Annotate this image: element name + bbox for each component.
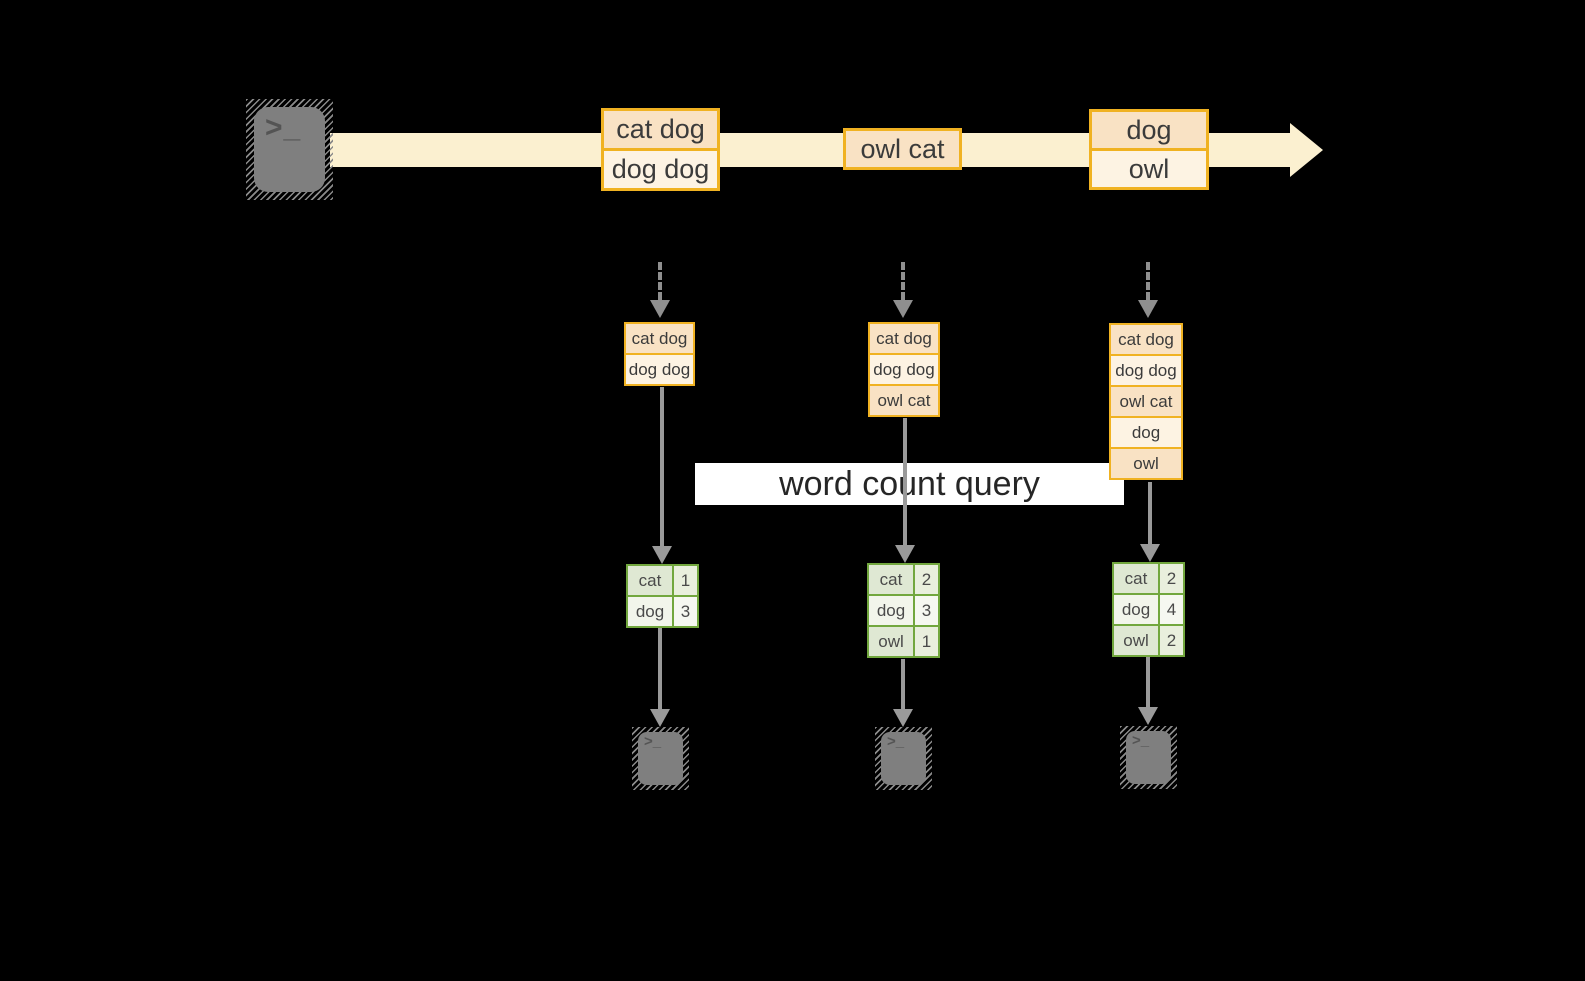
stream-event-1: cat dog dog dog bbox=[601, 108, 720, 191]
event-line: dog dog bbox=[604, 151, 717, 188]
count-value: 2 bbox=[915, 565, 938, 594]
output-arrowhead-1 bbox=[650, 709, 670, 727]
count-value: 3 bbox=[915, 596, 938, 625]
buffer-line: cat dog bbox=[1111, 325, 1181, 354]
buffer-line: cat dog bbox=[870, 324, 938, 353]
query-arrowhead-2 bbox=[895, 545, 915, 563]
event-line: dog bbox=[1092, 112, 1206, 148]
ingest-arrowhead-2 bbox=[893, 300, 913, 318]
count-table-1: cat 1 dog 3 bbox=[626, 564, 699, 628]
prompt-icon: >_ bbox=[1132, 732, 1150, 749]
ingest-arrow-line-2 bbox=[901, 262, 905, 300]
count-table-2: cat 2 dog 3 owl 1 bbox=[867, 563, 940, 658]
count-word: cat bbox=[1114, 564, 1158, 593]
event-line: cat dog bbox=[604, 111, 717, 148]
prompt-icon: >_ bbox=[265, 111, 302, 144]
terminal-screen: >_ bbox=[881, 732, 926, 785]
query-arrow-line-2 bbox=[903, 418, 907, 547]
output-terminal-icon-2: >_ bbox=[875, 727, 932, 790]
output-arrowhead-2 bbox=[893, 709, 913, 727]
count-value: 1 bbox=[915, 627, 938, 656]
buffer-stack-2: cat dog dog dog owl cat bbox=[868, 322, 940, 417]
query-arrow-line-3 bbox=[1148, 482, 1152, 546]
count-word: owl bbox=[1114, 626, 1158, 655]
query-arrowhead-3 bbox=[1140, 544, 1160, 562]
buffer-line: owl cat bbox=[870, 386, 938, 415]
terminal-screen: >_ bbox=[254, 107, 325, 192]
count-value: 4 bbox=[1160, 595, 1183, 624]
count-word: cat bbox=[628, 566, 672, 595]
count-value: 1 bbox=[674, 566, 697, 595]
output-terminal-icon-1: >_ bbox=[632, 727, 689, 790]
query-arrowhead-1 bbox=[652, 546, 672, 564]
source-terminal-icon: >_ bbox=[246, 99, 333, 200]
count-word: dog bbox=[1114, 595, 1158, 624]
terminal-screen: >_ bbox=[638, 732, 683, 785]
buffer-stack-1: cat dog dog dog bbox=[624, 322, 695, 386]
buffer-line: dog dog bbox=[1111, 356, 1181, 385]
buffer-line: owl bbox=[1111, 449, 1181, 478]
count-word: dog bbox=[628, 597, 672, 626]
event-line: owl cat bbox=[846, 131, 959, 167]
buffer-line: dog dog bbox=[870, 355, 938, 384]
count-word: owl bbox=[869, 627, 913, 656]
ingest-arrow-line-3 bbox=[1146, 262, 1150, 300]
count-value: 2 bbox=[1160, 626, 1183, 655]
ingest-arrowhead-1 bbox=[650, 300, 670, 318]
output-arrow-line-2 bbox=[901, 659, 905, 711]
ingest-arrow-line-1 bbox=[658, 262, 662, 300]
prompt-icon: >_ bbox=[644, 733, 662, 750]
count-table-3: cat 2 dog 4 owl 2 bbox=[1112, 562, 1185, 657]
stream-event-2: owl cat bbox=[843, 128, 962, 170]
count-word: cat bbox=[869, 565, 913, 594]
buffer-line: dog dog bbox=[626, 355, 693, 384]
output-arrowhead-3 bbox=[1138, 707, 1158, 725]
prompt-icon: >_ bbox=[887, 733, 905, 750]
buffer-line: cat dog bbox=[626, 324, 693, 353]
output-terminal-icon-3: >_ bbox=[1120, 726, 1177, 789]
query-banner: word count query bbox=[695, 463, 1124, 505]
stream-event-3: dog owl bbox=[1089, 109, 1209, 190]
buffer-line: dog bbox=[1111, 418, 1181, 447]
buffer-line: owl cat bbox=[1111, 387, 1181, 416]
output-arrow-line-1 bbox=[658, 628, 662, 711]
output-arrow-line-3 bbox=[1146, 657, 1150, 709]
count-word: dog bbox=[869, 596, 913, 625]
event-line: owl bbox=[1092, 151, 1206, 187]
stream-arrowhead-icon bbox=[1290, 123, 1323, 177]
ingest-arrowhead-3 bbox=[1138, 300, 1158, 318]
terminal-screen: >_ bbox=[1126, 731, 1171, 784]
buffer-stack-3: cat dog dog dog owl cat dog owl bbox=[1109, 323, 1183, 480]
query-arrow-line-1 bbox=[660, 387, 664, 548]
count-value: 2 bbox=[1160, 564, 1183, 593]
count-value: 3 bbox=[674, 597, 697, 626]
